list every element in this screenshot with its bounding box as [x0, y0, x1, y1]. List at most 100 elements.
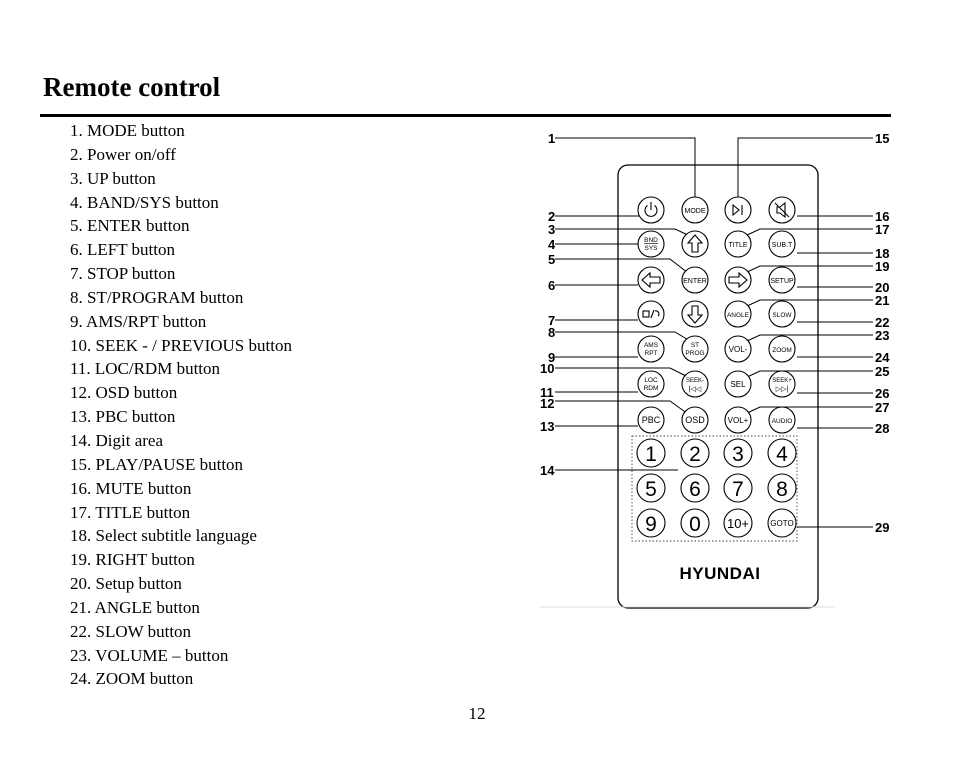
down-button[interactable]	[681, 300, 709, 328]
list-item: 13. PBC button	[70, 407, 176, 427]
digit-3-button[interactable]	[723, 438, 753, 468]
loc-rdm-button[interactable]	[637, 370, 665, 398]
band-sys-button[interactable]	[637, 230, 665, 258]
list-item: 22. SLOW button	[70, 621, 192, 641]
digit-4-button[interactable]	[767, 438, 797, 468]
callout-lines	[555, 137, 873, 528]
digit-2-button[interactable]	[680, 438, 710, 468]
callout-25: 25	[875, 364, 889, 379]
button-circles	[636, 196, 797, 538]
callout-15: 15	[875, 131, 889, 146]
list-item: 3. UP button	[70, 168, 156, 188]
digit-9-button[interactable]	[636, 508, 666, 538]
vol-plus-button[interactable]	[724, 406, 752, 434]
st-prog-button[interactable]	[681, 335, 709, 363]
osd-label: OSD	[685, 415, 705, 425]
seek-minus-button[interactable]	[681, 370, 709, 398]
digit-5-button[interactable]	[636, 473, 666, 503]
mode-button[interactable]	[681, 196, 709, 224]
sel-button[interactable]	[724, 370, 752, 398]
ten-plus-button[interactable]	[723, 508, 753, 538]
angle-label: ANGLE	[727, 312, 750, 319]
vol-plus-label: VOL+	[728, 416, 749, 425]
prev-icon: |◁◁	[689, 386, 702, 393]
mute-slash-icon	[774, 202, 790, 218]
slow-button[interactable]	[768, 300, 796, 328]
next-icon: ▷▷|	[776, 386, 789, 393]
prog-label: PROG	[685, 350, 704, 357]
up-arrow-icon	[686, 234, 704, 253]
list-item: 8. ST/PROGRAM button	[70, 287, 244, 307]
rdm-label: RDM	[644, 385, 659, 392]
goto-button[interactable]	[767, 508, 797, 538]
callout-4: 4	[548, 237, 556, 252]
audio-label: AUDIO	[772, 418, 793, 425]
digit-2: 2	[689, 443, 701, 466]
callout-21: 21	[875, 293, 889, 308]
mode-label: MODE	[685, 208, 706, 215]
left-arrow-icon	[641, 271, 661, 289]
left-button[interactable]	[637, 266, 665, 294]
callout-20: 20	[875, 280, 889, 295]
button-labels: MODE TITLE SUB.T BND SYS ENTER SETUP ANG…	[642, 208, 794, 583]
digit-3: 3	[732, 443, 744, 466]
subtitle-button[interactable]	[768, 230, 796, 258]
list-item: 21. ANGLE button	[70, 597, 200, 617]
callout-13: 13	[540, 419, 554, 434]
seek-plus-label: SEEK+	[772, 378, 792, 384]
speaker-icon	[776, 201, 786, 219]
return-icon	[654, 310, 660, 317]
pbc-button[interactable]	[637, 406, 665, 434]
list-item: 23. VOLUME – button	[70, 645, 229, 665]
pbc-label: PBC	[642, 415, 661, 425]
digit-area	[631, 435, 798, 542]
list-item: 15. PLAY/PAUSE button	[70, 454, 244, 474]
callout-24: 24	[875, 350, 890, 365]
list-item: 1. MODE button	[70, 121, 185, 140]
play-pause-button[interactable]	[724, 196, 752, 224]
digit-1-button[interactable]	[636, 438, 666, 468]
list-item: 9. AMS/RPT button	[70, 311, 207, 331]
angle-button[interactable]	[724, 300, 752, 328]
callout-26: 26	[875, 386, 889, 401]
osd-button[interactable]	[681, 406, 709, 434]
title-button[interactable]	[724, 230, 752, 258]
list-item: 17. TITLE button	[70, 502, 191, 522]
callout-12: 12	[540, 396, 554, 411]
remote-control-diagram: 1 2 3 4 5 6 7 8 9 10 11 12 13 14 15 16 1…	[540, 131, 890, 609]
up-button[interactable]	[681, 230, 709, 258]
subt-label: SUB.T	[772, 242, 793, 249]
list-item: 10. SEEK - / PREVIOUS button	[70, 335, 292, 355]
digit-8-button[interactable]	[767, 473, 797, 503]
digit-4: 4	[776, 443, 788, 466]
list-item: 24. ZOOM button	[70, 669, 194, 689]
list-item: 18. Select subtitle language	[70, 526, 257, 546]
callout-19: 19	[875, 259, 889, 274]
digit-7: 7	[732, 478, 744, 501]
zoom-button[interactable]	[768, 335, 796, 363]
digit-0-button[interactable]	[680, 508, 710, 538]
enter-label: ENTER	[683, 278, 707, 285]
right-arrow-icon	[728, 271, 748, 289]
digit-8: 8	[776, 478, 788, 501]
seek-plus-button[interactable]	[768, 370, 796, 398]
title-rule	[40, 114, 891, 117]
ams-rpt-button[interactable]	[637, 335, 665, 363]
goto-label: GOTO	[770, 519, 793, 528]
digit-7-button[interactable]	[723, 473, 753, 503]
callout-7: 7	[548, 313, 555, 328]
right-button[interactable]	[724, 266, 752, 294]
digit-6-button[interactable]	[680, 473, 710, 503]
page-number: 12	[468, 704, 486, 723]
stop-button[interactable]	[637, 300, 665, 328]
callout-5: 5	[548, 252, 555, 267]
vol-minus-button[interactable]	[724, 335, 752, 363]
audio-button[interactable]	[768, 406, 796, 434]
button-list: 1. MODE button 2. Power on/off 3. UP but…	[70, 119, 292, 691]
enter-button[interactable]	[681, 266, 709, 294]
callout-1: 1	[548, 131, 555, 146]
callout-numbers: 1 2 3 4 5 6 7 8 9 10 11 12 13 14 15 16 1…	[540, 131, 890, 535]
rpt-label: RPT	[645, 350, 658, 357]
power-icon	[644, 205, 658, 217]
setup-button[interactable]	[768, 266, 796, 294]
